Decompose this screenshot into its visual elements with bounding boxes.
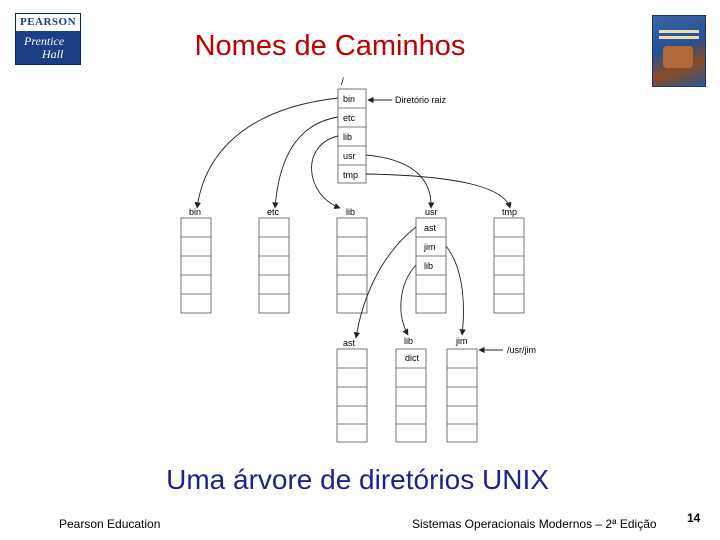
dir-label-lib-2: lib (404, 336, 413, 346)
dir-label-etc: etc (267, 207, 280, 217)
dir-label-ast: ast (343, 338, 356, 348)
usr-entry-lib: lib (424, 261, 433, 271)
page-number: 14 (687, 511, 701, 525)
jim-annotation: /usr/jim (507, 345, 536, 355)
logo-line1: Prentice (24, 34, 65, 48)
lib-entry-dict: dict (405, 353, 420, 363)
usr-entry-jim: jim (423, 242, 436, 252)
root-entry-bin: bin (343, 94, 355, 104)
dir-label-bin: bin (189, 207, 201, 217)
footer-publisher: Pearson Education (59, 517, 161, 531)
usr-entry-ast: ast (424, 223, 437, 233)
root-annotation: Diretório raiz (395, 95, 447, 105)
logo-brand: PEARSON (16, 14, 80, 33)
root-label: / (341, 77, 344, 88)
root-entry-etc: etc (343, 113, 356, 123)
logo-line2: Hall (42, 47, 64, 61)
diagram-caption: Uma árvore de diretórios UNIX (166, 464, 549, 495)
dir-label-usr: usr (425, 207, 438, 217)
root-entry-tmp: tmp (343, 170, 358, 180)
footer-book-title: Sistemas Operacionais Modernos – 2ª Ediç… (412, 517, 657, 531)
dir-label-jim: jim (455, 336, 468, 346)
root-entry-usr: usr (343, 151, 356, 161)
pearson-prentice-hall-logo: PEARSON Prentice Hall (15, 13, 81, 65)
book-cover-image (652, 15, 706, 87)
root-entry-lib: lib (343, 132, 352, 142)
slide-title: Nomes de Caminhos (194, 30, 466, 62)
dir-label-tmp: tmp (502, 207, 517, 217)
dir-label-lib: lib (346, 207, 355, 217)
